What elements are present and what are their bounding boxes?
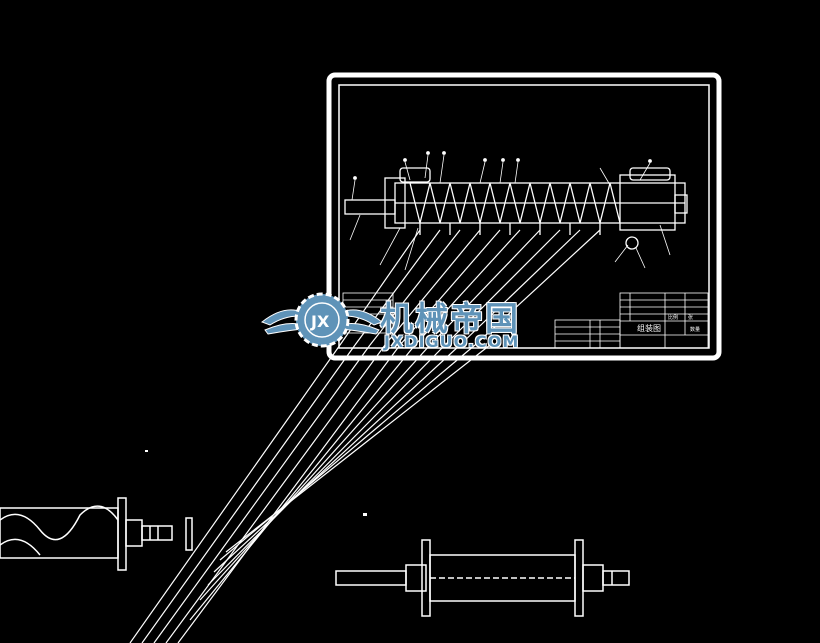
drum-shaft-part — [335, 539, 630, 617]
watermark-url: JXDIGUO.COM — [384, 332, 520, 351]
screw-shaft-part — [0, 497, 193, 571]
drawing-title-text: 组装图 — [637, 323, 661, 333]
watermark: 机械帝国 JXDIGUO.COM — [262, 288, 562, 358]
watermark-logo-icon — [260, 292, 384, 348]
part-leaders — [349, 151, 671, 271]
title-block-cell-2: 张 — [688, 314, 693, 321]
screw-conveyor-assembly — [344, 167, 688, 250]
watermark-logo-letters: JX — [310, 312, 330, 331]
title-block-cell-1: 比例 — [668, 314, 678, 321]
watermark-brand-name: 机械帝国 — [380, 299, 520, 338]
title-block-cell-3: 数量 — [690, 326, 700, 333]
drawing-sheet-frame — [326, 72, 722, 361]
stray-marks — [145, 450, 367, 516]
projection-lines — [129, 229, 601, 643]
